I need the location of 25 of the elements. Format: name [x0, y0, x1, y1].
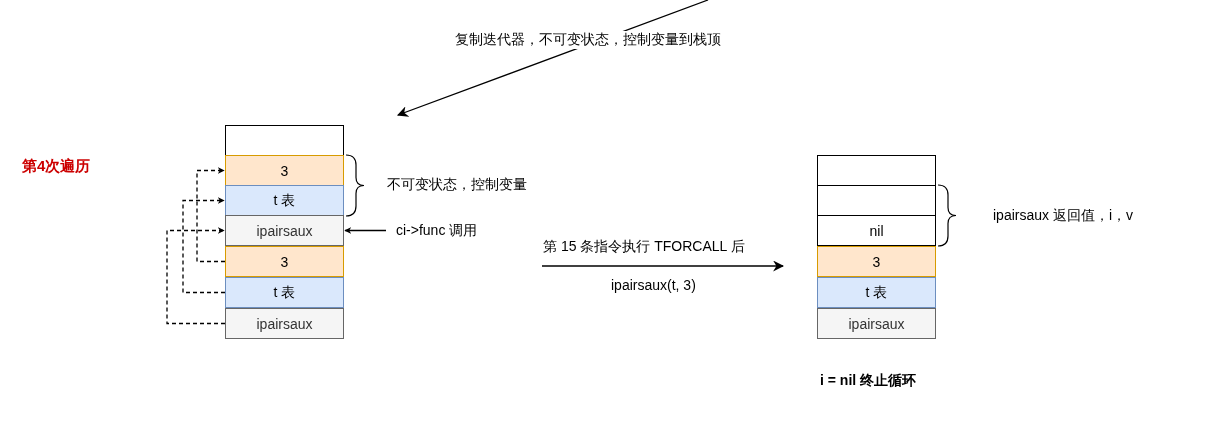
stack-slot: nil: [817, 215, 936, 246]
stack-slot: ipairsaux: [225, 308, 344, 339]
stack-slot: ipairsaux: [817, 308, 936, 339]
empty-stack-slot: [817, 155, 936, 186]
stack-slot: 3: [225, 246, 344, 277]
empty-stack-slot: [817, 185, 936, 216]
arrow: [196, 167, 226, 263]
brace-label: 不可变状态，控制变量: [387, 176, 527, 194]
stack-slot: t 表: [817, 277, 936, 308]
arrow: [344, 227, 387, 234]
stack-slot: 3: [817, 246, 936, 277]
section-title: 第4次遍历: [22, 157, 91, 176]
arrow-label: ipairsaux(t, 3): [611, 277, 696, 293]
stack-slot: 3: [225, 155, 344, 186]
empty-stack-slot: [225, 125, 344, 156]
arrow-label: 第 15 条指令执行 TFORCALL 后: [543, 238, 745, 256]
stack-slot: t 表: [225, 185, 344, 216]
stack-slot: ipairsaux: [225, 215, 344, 246]
arrow: [166, 227, 226, 325]
arrow: [182, 197, 226, 294]
stack-slot: t 表: [225, 277, 344, 308]
result-note: i = nil 终止循环: [820, 372, 917, 390]
note-text: 复制迭代器，不可变状态，控制变量到栈顶: [455, 31, 721, 49]
call-note: ci->func 调用: [396, 221, 506, 241]
brace-label: ipairsaux 返回值，i，v: [993, 207, 1134, 225]
